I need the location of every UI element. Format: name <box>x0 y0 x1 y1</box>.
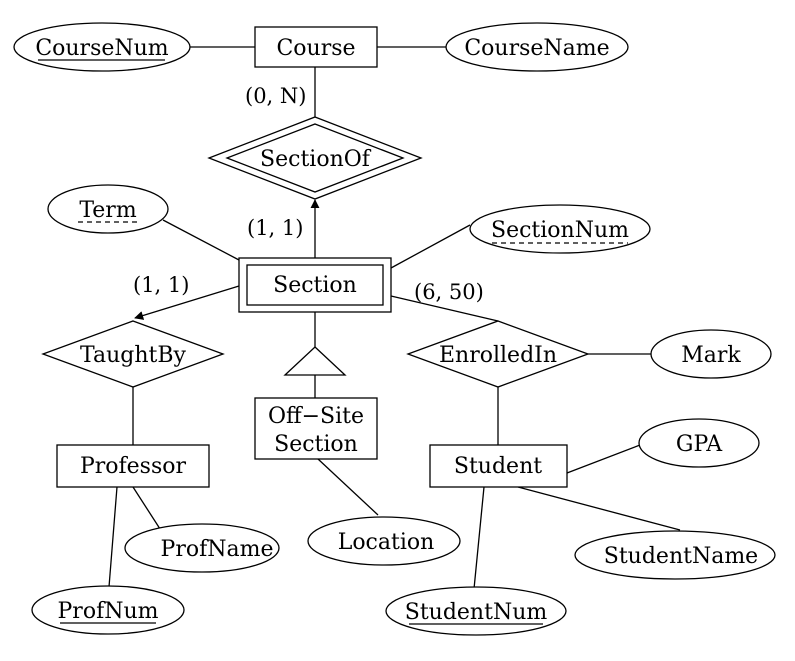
attribute-sectionnum: SectionNum <box>469 204 651 254</box>
line-student-gpa <box>566 444 641 474</box>
attribute-sectionnum-label: SectionNum <box>491 218 629 243</box>
attribute-profnum-label: ProfNum <box>58 599 159 624</box>
line-student-studentname <box>517 486 681 531</box>
entity-professor-label: Professor <box>80 454 187 479</box>
attribute-coursename-label: CourseName <box>464 36 609 61</box>
line-term-section <box>162 219 240 261</box>
attribute-location: Location <box>307 516 461 566</box>
entity-offsite-section: Off−Site Section <box>254 397 378 460</box>
entity-student: Student <box>429 444 568 488</box>
relationship-enrolledin: EnrolledIn <box>406 320 590 388</box>
relationship-taughtby: TaughtBy <box>41 320 225 388</box>
attribute-profname-label: ProfName <box>161 537 274 562</box>
attribute-mark-label: Mark <box>681 343 741 368</box>
entity-course-label: Course <box>276 36 355 61</box>
arrow-section-taughtby <box>134 285 240 320</box>
isa-triangle <box>283 346 347 376</box>
attribute-studentnum-label: StudentNum <box>405 600 548 625</box>
attribute-term: Term <box>47 184 169 234</box>
attribute-coursenum-label: CourseNum <box>35 36 168 61</box>
attribute-profname: ProfName <box>124 523 280 573</box>
attribute-mark: Mark <box>650 329 772 379</box>
attribute-studentnum: StudentNum <box>385 586 567 636</box>
relationship-taughtby-label: TaughtBy <box>80 343 187 368</box>
line-student-studentnum <box>473 486 485 590</box>
cardinality-section-sectionof: (1, 1) <box>247 216 303 240</box>
relationship-sectionof: SectionOf <box>207 116 423 200</box>
cardinality-section-taughtby: (1, 1) <box>133 273 189 297</box>
entity-offsite-label-line1: Off−Site <box>268 404 364 429</box>
entity-section: Section <box>238 257 392 313</box>
attribute-gpa-label: GPA <box>676 432 723 457</box>
line-sectionnum-section <box>390 224 471 269</box>
entity-professor: Professor <box>56 444 210 488</box>
entity-offsite-label-line2: Section <box>274 432 358 457</box>
attribute-gpa: GPA <box>638 418 760 468</box>
attribute-location-label: Location <box>338 530 435 555</box>
line-section-enrolledin <box>390 295 499 322</box>
attribute-coursenum: CourseNum <box>13 22 191 72</box>
attribute-profnum: ProfNum <box>31 585 185 635</box>
line-offsite-location <box>317 458 379 516</box>
attribute-coursename: CourseName <box>445 22 629 72</box>
cardinality-section-enrolledin: (6, 50) <box>414 280 484 304</box>
relationship-sectionof-label: SectionOf <box>260 147 372 172</box>
attribute-studentname: StudentName <box>574 530 776 580</box>
attribute-studentname-label: StudentName <box>604 544 758 569</box>
attribute-term-label: Term <box>79 198 137 223</box>
entity-course: Course <box>254 26 378 68</box>
entity-section-label: Section <box>273 273 357 298</box>
entity-student-label: Student <box>454 454 542 479</box>
line-professor-profname <box>132 486 163 533</box>
cardinality-course-sectionof: (0, N) <box>245 84 306 108</box>
relationship-enrolledin-label: EnrolledIn <box>439 343 557 368</box>
connector-lines <box>108 46 681 590</box>
line-professor-profnum <box>108 486 118 588</box>
